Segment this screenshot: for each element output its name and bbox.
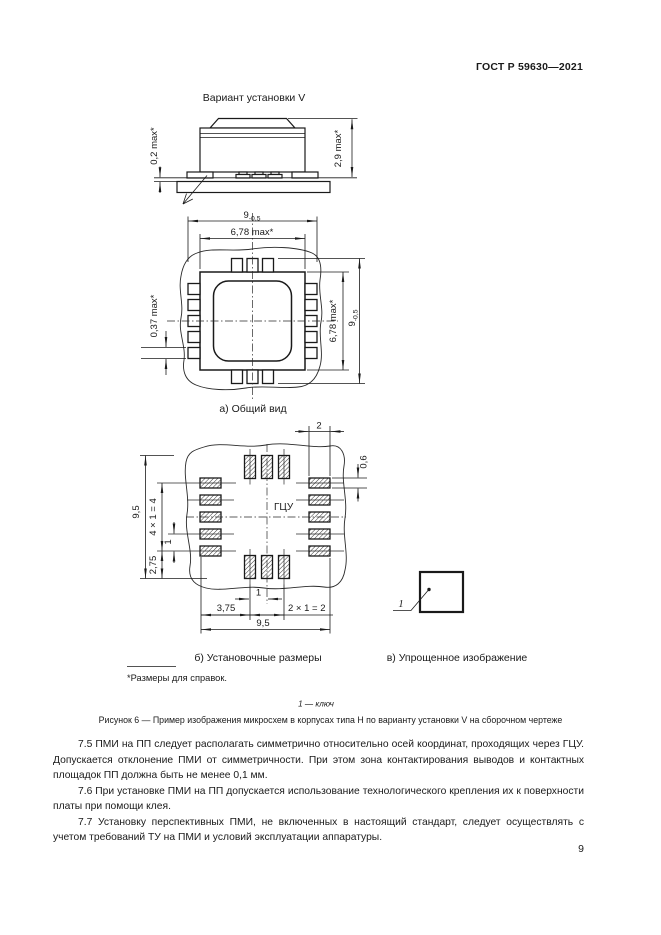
dim-label-package-height: 2,9 max* bbox=[333, 129, 344, 167]
dim-standoff: 0,2 max* bbox=[149, 127, 162, 193]
dim-label-pitch-horizontal: 1 bbox=[256, 588, 261, 599]
package-body-side bbox=[199, 127, 306, 173]
dim-chain-bottom: 3,75 2 × 1 = 2 bbox=[200, 557, 333, 634]
dim-edge-offset: 2,75 bbox=[148, 551, 164, 579]
dim-label-pad-height-b: 0,6 bbox=[359, 455, 370, 468]
body-text: 7.5 ПМИ на ПП следует располагать симмет… bbox=[53, 737, 584, 846]
dim-label-edge-offset: 2,75 bbox=[148, 556, 159, 575]
dim-overall-width: 9-0,5 bbox=[187, 210, 318, 262]
dim-group-vertical: 4 × 1 = 4 bbox=[148, 483, 164, 551]
center-point-label: ГЦУ bbox=[274, 502, 294, 513]
dim-pitch-vertical: 1 bbox=[163, 522, 176, 563]
package-pads-top-view bbox=[187, 257, 318, 385]
key-ref-label: 1 bbox=[398, 599, 403, 610]
dim-label-group-horizontal: 2 × 1 = 2 bbox=[288, 603, 326, 614]
dim-body-height: 6,78 max* bbox=[307, 271, 349, 371]
dim-label-body-width: 6,78 max* bbox=[231, 227, 274, 238]
dim-label-mount-width: 9,5 bbox=[256, 618, 269, 629]
paragraph-7-7: 7.7 Установку перспективных ПМИ, не вклю… bbox=[53, 816, 584, 844]
dim-body-width: 6,78 max* bbox=[199, 227, 306, 269]
dim-label-body-height: 6,78 max* bbox=[328, 299, 339, 342]
paragraph-7-6: 7.6 При установке ПМИ на ПП допускается … bbox=[53, 785, 584, 813]
pad-centerlines bbox=[157, 449, 344, 585]
dim-label-pad-height: 0,37 max* bbox=[149, 294, 160, 337]
board-fragment-outline bbox=[179, 246, 323, 391]
board-fragment-outline-b bbox=[184, 443, 347, 590]
figure-title: Вариант установки V bbox=[203, 92, 305, 104]
dim-label-standoff: 0,2 max* bbox=[149, 127, 160, 165]
dim-label-pitch-vertical: 1 bbox=[163, 539, 174, 544]
dim-label-overall-height: 9-0,5 bbox=[347, 309, 360, 326]
dim-overall-height: 9-0,5 bbox=[278, 258, 365, 384]
view-caption-v: в) Упрощенное изображение bbox=[387, 652, 528, 664]
dim-label-pad-width: 2 bbox=[316, 421, 321, 432]
figure-drawing: Вариант установки V 0 bbox=[127, 92, 528, 709]
dim-pad-height: 0,37 max* bbox=[141, 294, 186, 375]
pcb-board bbox=[176, 180, 331, 194]
dim-mount-width: 9,5 bbox=[201, 618, 330, 631]
page-number: 9 bbox=[578, 843, 584, 855]
key-dot bbox=[427, 587, 431, 592]
dim-label-left-offset: 3,75 bbox=[217, 603, 236, 614]
paragraph-7-5: 7.5 ПМИ на ПП следует располагать симмет… bbox=[53, 739, 584, 782]
package-leads bbox=[186, 171, 319, 179]
mount-view-drawing: ГЦУ 9,5 4 × 1 = 4 1 2,75 bbox=[131, 421, 370, 665]
figure-legend: 1 — ключ bbox=[298, 700, 335, 709]
dim-mount-height: 9,5 bbox=[131, 455, 207, 579]
leader-arrow bbox=[182, 175, 208, 205]
dim-label-group-vertical: 4 × 1 = 4 bbox=[148, 498, 159, 536]
doc-header: ГОСТ Р 59630—2021 bbox=[475, 61, 583, 73]
package-lid bbox=[208, 117, 297, 129]
figure-caption: Рисунок 6 — Пример изображения микросхем… bbox=[98, 715, 563, 725]
key-leader bbox=[393, 590, 429, 611]
view-caption-b: б) Установочные размеры bbox=[194, 652, 321, 664]
dim-pitch-horizontal: 1 bbox=[235, 584, 285, 620]
simplified-view-drawing: 1 в) Упрощенное изображение bbox=[387, 570, 528, 664]
figure-footnote: *Размеры для справок. bbox=[127, 673, 227, 683]
dim-label-mount-height: 9,5 bbox=[131, 505, 142, 518]
view-caption-a: а) Общий вид bbox=[219, 403, 286, 415]
dim-label-overall-width: 9-0,5 bbox=[243, 210, 260, 223]
dim-pad-height-b: 0,6 bbox=[332, 455, 370, 502]
general-view-drawing: 9-0,5 6,78 max* 6,78 max* bbox=[141, 210, 365, 415]
dim-package-height: 2,9 max* bbox=[288, 118, 358, 177]
side-view-drawing: Вариант установки V 0 bbox=[149, 92, 358, 205]
dim-pad-width-b: 2 bbox=[295, 421, 344, 476]
